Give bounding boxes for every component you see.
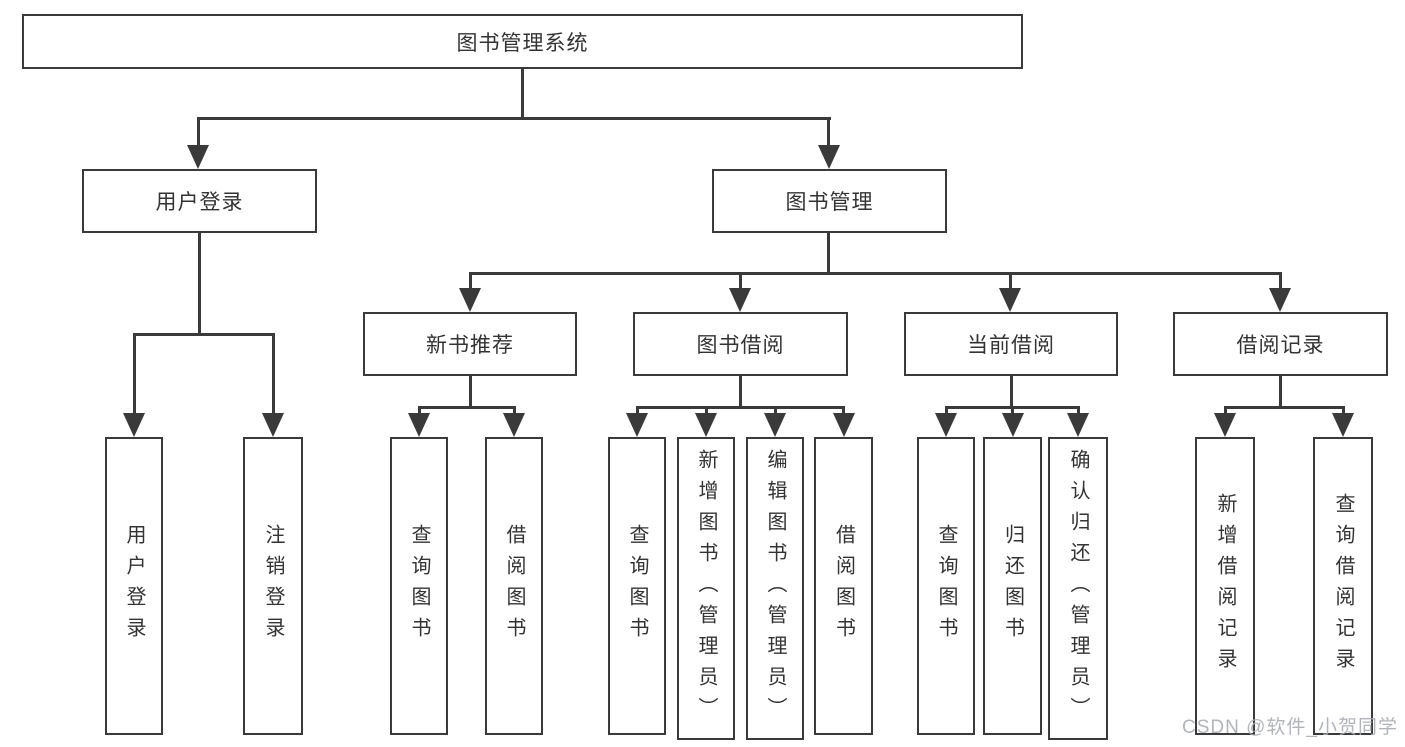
node-current-borrow: 当前借阅 xyxy=(904,312,1118,376)
node-user-login: 用户登录 xyxy=(82,169,317,233)
node-label: 图书管理 xyxy=(785,191,874,214)
connector-line xyxy=(132,333,136,415)
connector-arrow xyxy=(832,413,855,437)
leaf-label: 确认归还（管理员） xyxy=(1067,449,1089,728)
connector-line xyxy=(417,406,421,416)
connector-arrow xyxy=(408,413,430,437)
node-label: 当前借阅 xyxy=(967,334,1055,357)
node-label: 图书借阅 xyxy=(696,334,785,357)
connector-line xyxy=(1341,406,1345,416)
connector-line xyxy=(1279,376,1282,406)
connector-line xyxy=(827,117,830,150)
leaf-query-books-current: 查询图书 xyxy=(917,437,975,735)
connector-line xyxy=(196,117,200,150)
node-book-management: 图书管理 xyxy=(712,169,947,233)
connector-arrow xyxy=(459,288,481,312)
connector-arrow xyxy=(1332,413,1354,437)
leaf-return-book: 归还图书 xyxy=(983,437,1042,735)
leaf-label: 查询借阅记录 xyxy=(1332,493,1354,679)
connector-line xyxy=(271,333,275,415)
connector-arrow xyxy=(695,413,717,437)
connector-line xyxy=(944,406,948,416)
node-root: 图书管理系统 xyxy=(22,14,1023,69)
connector-line xyxy=(773,406,777,416)
connector-arrow xyxy=(626,413,648,437)
connector-arrow xyxy=(817,145,840,169)
node-label: 用户登录 xyxy=(155,191,244,214)
connector-line xyxy=(1223,406,1227,416)
connector-arrow xyxy=(729,288,751,312)
leaf-label: 查询图书 xyxy=(935,524,957,648)
leaf-confirm-return-admin: 确认归还（管理员） xyxy=(1048,437,1108,740)
connector-line xyxy=(1278,272,1282,292)
leaf-label: 查询图书 xyxy=(408,524,430,648)
connector-line xyxy=(1008,272,1012,292)
leaf-add-book-admin: 新增图书（管理员） xyxy=(677,437,735,740)
connector-line xyxy=(1011,406,1014,416)
leaf-label: 借阅图书 xyxy=(832,524,855,648)
connector-arrow xyxy=(187,145,209,169)
connector-arrow xyxy=(1214,413,1236,437)
connector-line xyxy=(1009,376,1013,406)
connector-arrow xyxy=(764,413,786,437)
connector-line xyxy=(635,406,639,416)
connector-line xyxy=(197,233,201,333)
connector-arrow xyxy=(999,288,1021,312)
connector-arrow xyxy=(935,413,957,437)
connector-line xyxy=(520,69,524,117)
node-label: 图书管理系统 xyxy=(456,31,589,55)
connector-line xyxy=(738,272,742,292)
watermark: CSDN @软件_小贺同学 xyxy=(1182,717,1398,738)
connector-line xyxy=(1223,406,1345,409)
connector-line xyxy=(132,333,275,336)
connector-arrow xyxy=(1269,288,1291,312)
connector-arrow xyxy=(262,413,284,437)
leaf-query-books-borrow: 查询图书 xyxy=(608,437,666,735)
node-book-borrow: 图书借阅 xyxy=(633,312,848,376)
leaf-borrow-books: 借阅图书 xyxy=(814,437,873,735)
node-borrow-records: 借阅记录 xyxy=(1173,312,1388,376)
connector-line xyxy=(635,406,845,409)
leaf-query-borrow-record: 查询借阅记录 xyxy=(1313,437,1373,735)
connector-line xyxy=(468,272,472,292)
connector-arrow xyxy=(1001,413,1024,437)
connector-line xyxy=(739,376,742,406)
leaf-label: 用户登录 xyxy=(123,524,145,648)
connector-line xyxy=(196,117,831,120)
leaf-query-books-recommend: 查询图书 xyxy=(390,437,448,735)
leaf-user-login: 用户登录 xyxy=(105,437,163,735)
leaf-label: 注销登录 xyxy=(262,524,284,648)
connector-line xyxy=(468,272,1282,275)
leaf-borrow-books-recommend: 借阅图书 xyxy=(485,437,543,735)
node-label: 新书推荐 xyxy=(426,334,514,357)
connector-line xyxy=(512,406,516,416)
connector-line xyxy=(468,376,472,406)
connector-line xyxy=(842,406,845,416)
node-label: 借阅记录 xyxy=(1236,334,1325,357)
connector-line xyxy=(827,233,830,272)
connector-line xyxy=(704,406,708,416)
connector-line xyxy=(1076,406,1080,416)
leaf-label: 查询图书 xyxy=(626,524,648,648)
leaf-label: 新增借阅记录 xyxy=(1214,493,1236,679)
leaf-add-borrow-record: 新增借阅记录 xyxy=(1195,437,1255,735)
leaf-label: 编辑图书（管理员） xyxy=(764,449,786,728)
connector-arrow xyxy=(503,413,525,437)
node-new-book-recommend: 新书推荐 xyxy=(363,312,577,376)
leaf-edit-book-admin: 编辑图书（管理员） xyxy=(746,437,804,740)
leaf-label: 借阅图书 xyxy=(503,524,525,648)
connector-line xyxy=(417,406,516,409)
connector-arrow xyxy=(123,413,145,437)
leaf-label: 归还图书 xyxy=(1001,524,1024,648)
connector-arrow xyxy=(1067,413,1089,437)
leaf-label: 新增图书（管理员） xyxy=(695,449,717,728)
leaf-logout: 注销登录 xyxy=(243,437,303,735)
